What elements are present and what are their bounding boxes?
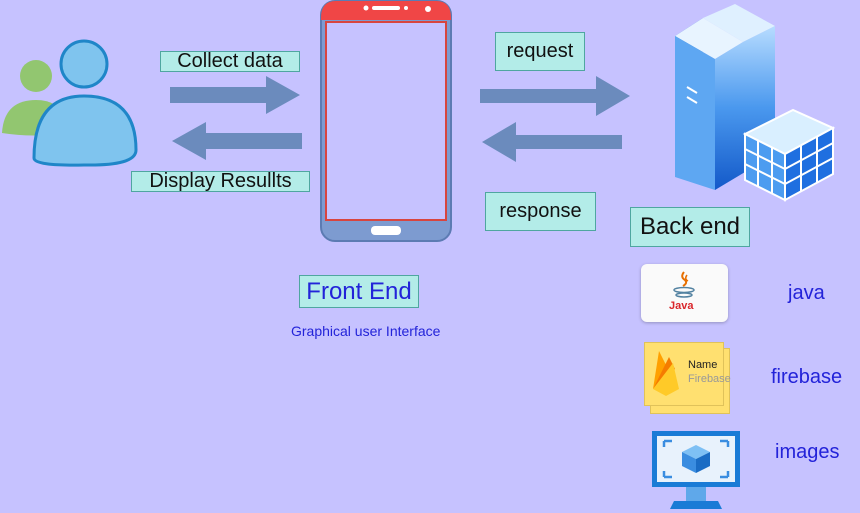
firebase-card-subtitle: Firebase xyxy=(688,373,731,385)
response-label: response xyxy=(485,192,596,231)
collect-data-label: Collect data xyxy=(160,50,300,72)
collect-arrow xyxy=(170,76,300,114)
java-logo-text: Java xyxy=(669,300,694,312)
request-arrow xyxy=(480,76,630,116)
java-logo-icon: Java xyxy=(641,264,728,322)
java-label: java xyxy=(788,282,825,304)
gui-label: Graphical user Interface xyxy=(291,323,441,339)
users-icon xyxy=(2,39,138,167)
phone-icon xyxy=(320,0,452,242)
monitor-cube-icon xyxy=(652,431,740,509)
firebase-card: Name Firebase xyxy=(644,342,731,406)
display-arrow xyxy=(172,122,302,160)
back-end-label: Back end xyxy=(630,207,750,247)
front-end-label: Front End xyxy=(299,275,419,308)
firebase-card-title: Name xyxy=(688,359,718,371)
response-arrow xyxy=(482,122,622,162)
images-label: images xyxy=(775,441,840,463)
firebase-label: firebase xyxy=(771,366,843,388)
firebase-icon xyxy=(653,351,679,396)
display-results-label: Display Resullts xyxy=(131,170,310,192)
server-icon xyxy=(675,4,836,202)
request-label: request xyxy=(495,32,585,71)
